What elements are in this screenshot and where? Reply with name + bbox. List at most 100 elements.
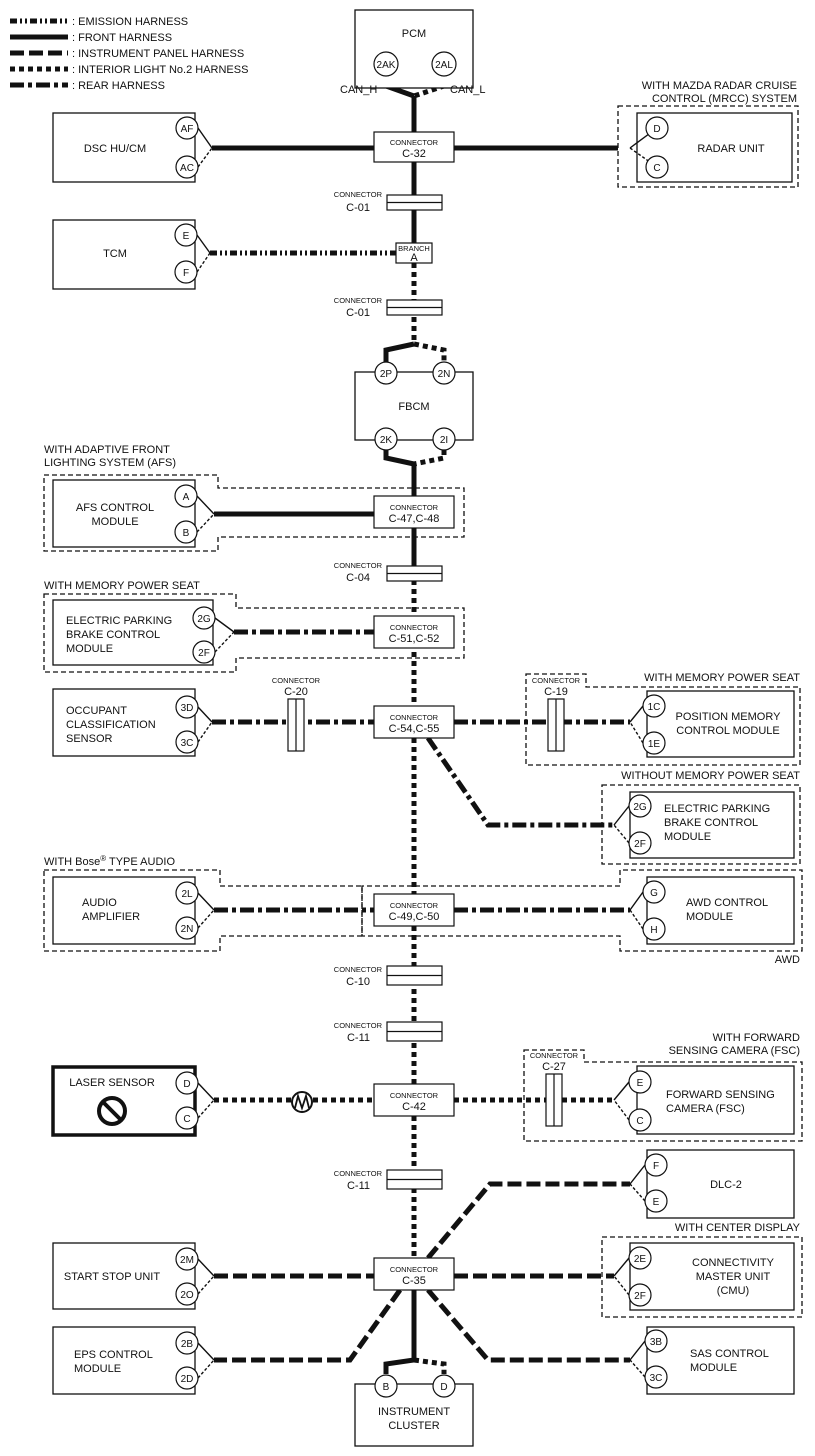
module-label-ocs-1: OCCUPANT xyxy=(66,705,127,717)
connector-c42 xyxy=(373,1083,455,1117)
module-laser-sensor xyxy=(51,1065,197,1137)
pin-tcm-h xyxy=(174,223,198,247)
module-dsc xyxy=(52,112,196,183)
module-label-afs-1: AFS CONTROL xyxy=(76,502,154,514)
option-label-afs-2: LIGHTING SYSTEM (AFS) xyxy=(44,457,176,469)
pin-fbcm-in-l xyxy=(432,361,456,385)
pin-label-awd-l: H xyxy=(650,925,657,936)
pins: 2AK 2AL AF AC D C E F 2P 2N 2K 2I A B 2G… xyxy=(174,51,669,1398)
wire-c35-ic-h xyxy=(383,1290,417,1374)
pin-laser-h xyxy=(175,1071,199,1095)
pin-label-pcm-l: 2AL xyxy=(435,60,453,71)
pin-afs-h xyxy=(174,484,198,508)
pin-label-pos-h: 1C xyxy=(648,702,661,713)
module-eps xyxy=(52,1326,196,1395)
pigtail-fsc-h xyxy=(613,1081,630,1101)
pin-label-fbcm-out-l: 2I xyxy=(440,435,448,446)
pin-fbcm-out-l xyxy=(432,427,456,451)
pin-pcm-h xyxy=(373,51,399,77)
connector-word-c54-c55: CONNECTOR xyxy=(390,713,439,722)
module-position-memory xyxy=(646,690,795,758)
module-start-stop-unit xyxy=(52,1242,196,1310)
wire-epb2 xyxy=(425,736,614,828)
pin-label-dlc-h: F xyxy=(653,1161,659,1172)
connector-id-c01-lower: C-01 xyxy=(346,307,370,319)
pigtail-awd-l xyxy=(629,909,644,930)
connector-id-c01-upper: C-01 xyxy=(346,202,370,214)
pin-label-eps-l: 2D xyxy=(181,1374,194,1385)
branch-id: A xyxy=(410,252,418,264)
connector-word-c51-c52: CONNECTOR xyxy=(390,623,439,632)
module-label-cmu-2: MASTER UNIT xyxy=(696,1271,771,1283)
pigtail-ocs-l xyxy=(197,721,213,743)
pigtail-awd-h xyxy=(629,891,644,911)
pigtail-fsc-l xyxy=(613,1099,630,1121)
pin-label-epb-l: 2F xyxy=(198,648,210,659)
connector-id-c42: C-42 xyxy=(402,1101,426,1113)
legend-label-interior: : INTERIOR LIGHT No.2 HARNESS xyxy=(72,64,248,76)
pin-awd-l xyxy=(642,917,666,941)
pin-label-ocs-l: 3C xyxy=(181,738,194,749)
connector-word-c11-upper: CONNECTOR xyxy=(334,1021,383,1030)
pin-label-afs-l: B xyxy=(183,528,190,539)
wire-dlc xyxy=(426,1181,630,1260)
pigtail-pos-h xyxy=(629,705,644,723)
module-label-epb2-2: BRAKE CONTROL xyxy=(664,817,758,829)
option-label-no-memory-seat: WITHOUT MEMORY POWER SEAT xyxy=(621,770,800,782)
option-label-memory-seat-left: WITH MEMORY POWER SEAT xyxy=(44,580,200,592)
module-label-afs-2: MODULE xyxy=(91,516,138,528)
connector-word-c04: CONNECTOR xyxy=(334,561,383,570)
pin-label-pos-l: 1E xyxy=(648,739,661,750)
option-label-memory-seat-right: WITH MEMORY POWER SEAT xyxy=(644,672,800,684)
module-label-fbcm: FBCM xyxy=(398,401,429,413)
pin-label-epb2-h: 2G xyxy=(633,802,647,813)
module-label-fsc-2: CAMERA (FSC) xyxy=(666,1103,745,1115)
pin-pos-l xyxy=(642,731,666,755)
pigtail-cmu-l xyxy=(613,1275,630,1296)
connector-c54-c55 xyxy=(373,705,455,739)
pin-cmu-l xyxy=(628,1283,652,1307)
pin-label-dlc-l: E xyxy=(653,1197,660,1208)
connector-c47-c48 xyxy=(373,495,455,529)
pin-label-ic-l: D xyxy=(440,1382,447,1393)
pin-label-sas-h: 3B xyxy=(650,1337,663,1348)
module-sas xyxy=(646,1326,795,1395)
module-label-cmu-1: CONNECTIVITY xyxy=(692,1257,775,1269)
branch-word: BRANCH xyxy=(398,244,430,253)
pin-ic-h xyxy=(374,1374,398,1398)
signal-label-can-l: CAN_L xyxy=(450,84,485,96)
option-box-fsc xyxy=(523,1049,803,1142)
module-label-fsc-1: FORWARD SENSING xyxy=(666,1089,775,1101)
option-label-afs-1: WITH ADAPTIVE FRONT xyxy=(44,444,170,456)
connector-c32 xyxy=(373,131,455,163)
legend-label-instrument: : INSTRUMENT PANEL HARNESS xyxy=(72,48,244,60)
wire-fbcm-in-l xyxy=(413,341,447,362)
pigtail-ssu-l xyxy=(197,1275,215,1295)
pin-label-tcm-h: E xyxy=(183,231,190,242)
pin-ocs-h xyxy=(175,695,199,719)
pin-dsc-h xyxy=(175,116,199,140)
pin-label-cmu-h: 2E xyxy=(634,1254,647,1265)
pin-pcm-l xyxy=(431,51,457,77)
module-label-cmu-3: (CMU) xyxy=(717,1285,749,1297)
option-label-bose: WITH Bose® TYPE AUDIO xyxy=(44,854,175,868)
module-label-epb2-1: ELECTRIC PARKING xyxy=(664,803,770,815)
branch-wires xyxy=(210,145,630,1363)
module-label-tcm: TCM xyxy=(103,248,127,260)
module-label-amp-2: AMPLIFIER xyxy=(82,911,140,923)
pigtail-dsc-l xyxy=(197,147,213,168)
pin-radar-l xyxy=(645,155,669,179)
connector-id-c20: C-20 xyxy=(284,686,308,698)
module-pcm xyxy=(354,9,474,89)
module-ocs xyxy=(52,688,196,757)
module-epb xyxy=(52,599,214,666)
option-box-afs xyxy=(43,474,465,552)
pigtail-laser-l xyxy=(197,1099,215,1119)
pin-label-awd-h: G xyxy=(650,888,658,899)
pin-label-ssu-l: 2O xyxy=(180,1290,194,1301)
connector-c49-c50 xyxy=(373,893,455,927)
pin-ssu-l xyxy=(175,1282,199,1306)
module-label-sas-2: MODULE xyxy=(690,1362,737,1374)
module-label-ic-1: INSTRUMENT xyxy=(378,1406,450,1418)
